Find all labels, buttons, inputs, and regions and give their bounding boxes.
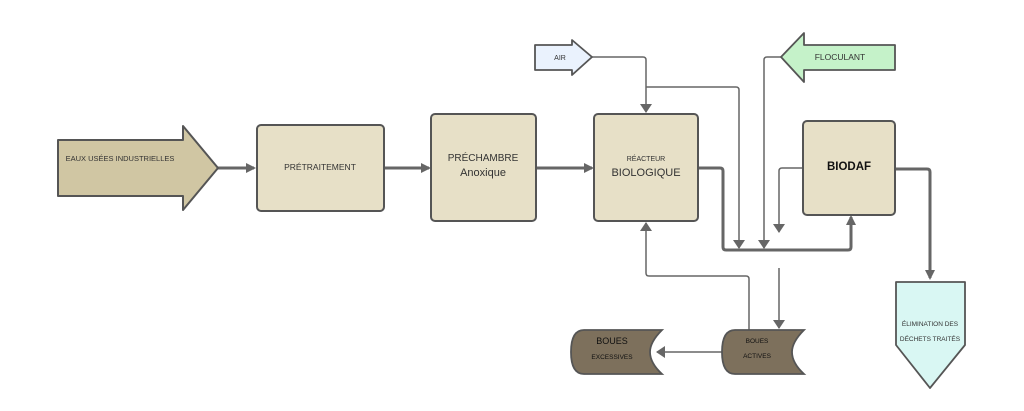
label-prechambre-line1: PRÉCHAMBRE: [448, 151, 519, 164]
connector-biodaf-retour: [773, 167, 802, 233]
label-eaux-usees: EAUX USÉES INDUSTRIELLES: [66, 154, 175, 163]
label-prechambre-line2: Anoxique: [460, 167, 506, 179]
node-elimination: ÉLIMINATION DES DÉCHETS TRAITÉS: [895, 281, 966, 389]
node-air: AIR: [534, 39, 593, 76]
label-air: AIR: [554, 55, 566, 62]
label-elimination-line1: ÉLIMINATION DES: [902, 319, 959, 328]
label-boues-actives-line2: ACTIVES: [743, 353, 771, 360]
label-elimination-line2: DÉCHETS TRAITÉS: [900, 334, 961, 343]
node-biodaf: BIODAF: [802, 120, 896, 216]
node-prechambre: PRÉCHAMBRE Anoxique: [430, 113, 537, 222]
connector-air-ligne: [646, 86, 745, 249]
label-boues-excessives-line1: BOUES: [596, 336, 628, 346]
connector-recirculation-boues: [640, 222, 750, 330]
label-reacteur-line1: RÉACTEUR: [627, 154, 666, 163]
label-boues-actives-line1: BOUES: [746, 338, 769, 345]
node-reacteur-biologique: RÉACTEUR BIOLOGIQUE: [593, 113, 699, 222]
node-boues-excessives: BOUES EXCESSIVES: [570, 329, 665, 375]
node-boues-actives: BOUES ACTIVES: [721, 329, 807, 375]
connector-reacteur-biodaf: [698, 166, 856, 252]
connector-air-reacteur: [592, 56, 652, 113]
connector-floculant-ligne: [758, 56, 781, 249]
label-biodaf: BIODAF: [827, 161, 871, 173]
node-pretraitement: PRÉTRAITEMENT: [256, 124, 385, 212]
label-floculant: FLOCULANT: [815, 52, 866, 62]
connector-biodaf-elimination: [895, 167, 935, 280]
label-reacteur-line2: BIOLOGIQUE: [611, 167, 680, 179]
node-floculant: FLOCULANT: [780, 32, 896, 83]
node-eaux-usees: EAUX USÉES INDUSTRIELLES: [57, 125, 219, 211]
label-boues-excessives-line2: EXCESSIVES: [591, 354, 633, 361]
label-pretraitement: PRÉTRAITEMENT: [284, 162, 356, 172]
